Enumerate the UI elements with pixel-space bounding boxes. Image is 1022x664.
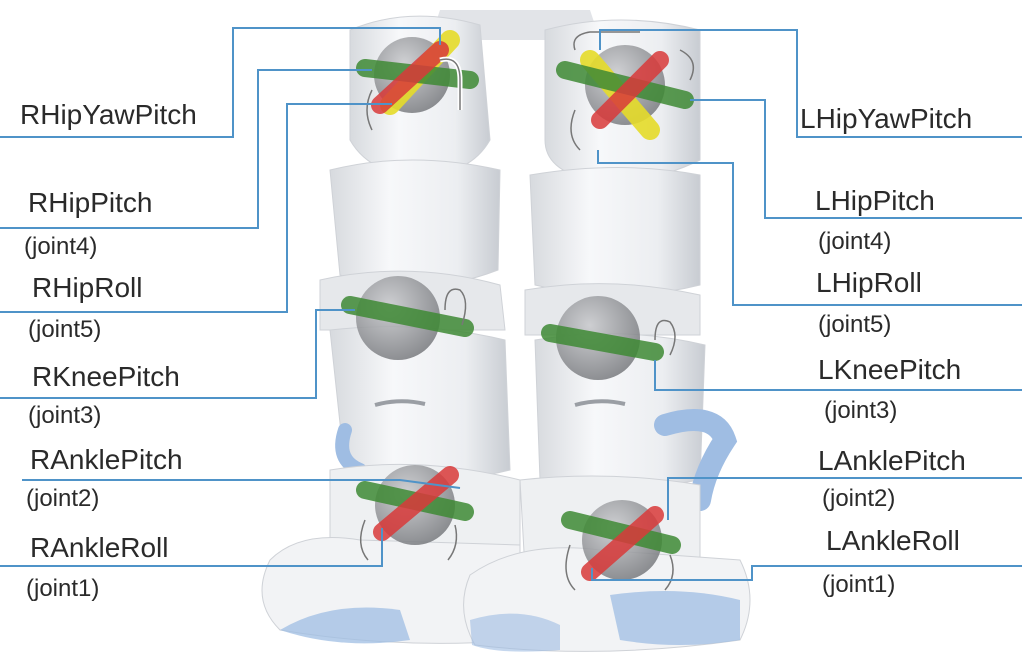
label-r-knee-pitch: RKneePitch (32, 362, 180, 392)
joint-id-l-ankle-pitch: (joint2) (822, 486, 895, 512)
label-l-ankle-roll: LAnkleRoll (826, 526, 960, 556)
joint-id-r-hip-pitch: (joint4) (24, 234, 97, 260)
joint-id-l-ankle-roll: (joint1) (822, 572, 895, 598)
joint-id-l-knee-pitch: (joint3) (824, 398, 897, 424)
label-l-hip-roll: LHipRoll (816, 268, 922, 298)
label-r-hip-yaw-pitch: RHipYawPitch (20, 100, 197, 130)
label-l-knee-pitch: LKneePitch (818, 355, 961, 385)
label-l-hip-pitch: LHipPitch (815, 186, 935, 216)
joint-id-r-ankle-roll: (joint1) (26, 576, 99, 602)
label-r-hip-roll: RHipRoll (32, 273, 142, 303)
joint-id-r-ankle-pitch: (joint2) (26, 486, 99, 512)
label-l-ankle-pitch: LAnklePitch (818, 446, 966, 476)
label-r-ankle-pitch: RAnklePitch (30, 445, 183, 475)
joint-id-l-hip-pitch: (joint4) (818, 229, 891, 255)
joint-id-r-hip-roll: (joint5) (28, 317, 101, 343)
label-l-hip-yaw-pitch: LHipYawPitch (800, 104, 972, 134)
label-r-hip-pitch: RHipPitch (28, 188, 152, 218)
label-r-ankle-roll: RAnkleRoll (30, 533, 169, 563)
joint-id-l-hip-roll: (joint5) (818, 312, 891, 338)
joint-id-r-knee-pitch: (joint3) (28, 403, 101, 429)
